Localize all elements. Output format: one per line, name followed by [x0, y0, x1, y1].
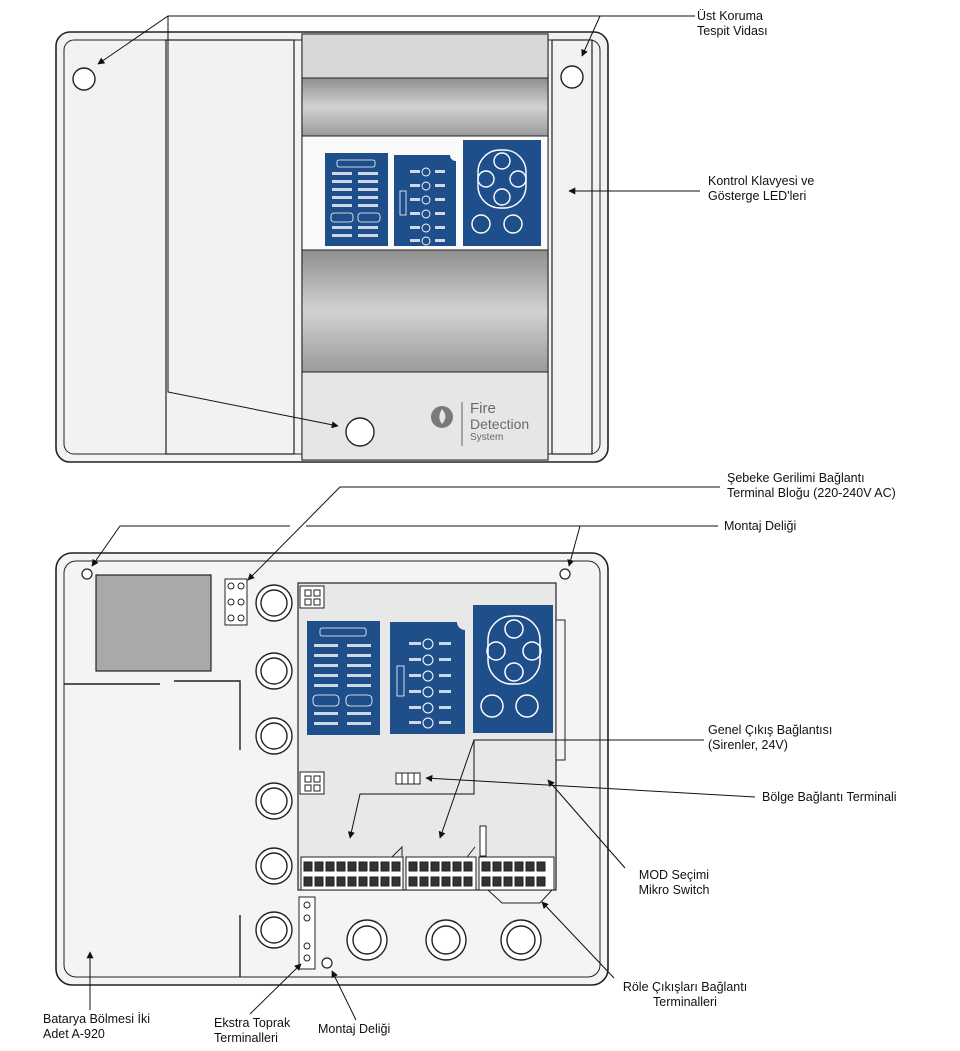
cable-entries-bottom — [346, 919, 542, 961]
callout-ekstra-toprak: Ekstra Toprak Terminalleri — [214, 1016, 291, 1045]
front-keypad-right — [463, 140, 541, 246]
callout-kontrol-klavyesi: Kontrol Klavyesi ve Gösterge LED'leri — [708, 174, 815, 203]
front-view — [55, 31, 609, 463]
brand-logo — [431, 402, 463, 446]
zone-terminal — [395, 772, 421, 785]
callout-montaj-deligi-top: Montaj Deliği — [724, 519, 797, 533]
mounting-hole-left — [81, 568, 93, 580]
inside-keypad-middle — [390, 614, 473, 734]
relay-terminal-block — [478, 825, 555, 904]
mounting-hole-bottom — [321, 957, 333, 969]
mains-terminal-block — [224, 578, 248, 626]
inside-view — [55, 552, 609, 986]
terminal-block-middle — [405, 846, 477, 891]
callout-bolge: Bölge Bağlantı Terminali — [762, 790, 897, 804]
callout-genel-cikis: Genel Çıkış Bağlantısı (Sirenler, 24V) — [708, 723, 833, 752]
brand-text: Fire Detection System — [470, 400, 530, 444]
mounting-hole-right — [559, 568, 571, 580]
callout-role-cikislari: Röle Çıkışları Bağlantı Terminalleri — [622, 980, 748, 1009]
screw-hole-bottom — [345, 417, 375, 447]
front-keypad-middle — [394, 149, 462, 246]
callout-ust-koruma: Üst Koruma Tespit Vidası — [697, 9, 768, 38]
callout-sebeke: Şebeke Gerilimi Bağlantı Terminal Bloğu … — [727, 471, 896, 500]
inside-keypad-left — [307, 621, 380, 735]
cable-entries-left — [255, 584, 293, 949]
leader-lines — [86, 15, 756, 1021]
front-keypad-left — [325, 153, 388, 246]
callout-mod-secimi: MOD Seçimi Mikro Switch — [638, 868, 710, 897]
transformer — [95, 574, 212, 672]
callout-montaj-deligi-bottom: Montaj Deliği — [318, 1022, 391, 1036]
callout-batarya: Batarya Bölmesi İki Adet A-920 — [43, 1012, 150, 1041]
inside-keypad-right — [473, 605, 553, 733]
earth-terminals — [298, 896, 316, 970]
screw-hole-left — [72, 67, 96, 91]
terminal-block-left — [300, 845, 404, 891]
screw-hole-right — [560, 65, 584, 89]
